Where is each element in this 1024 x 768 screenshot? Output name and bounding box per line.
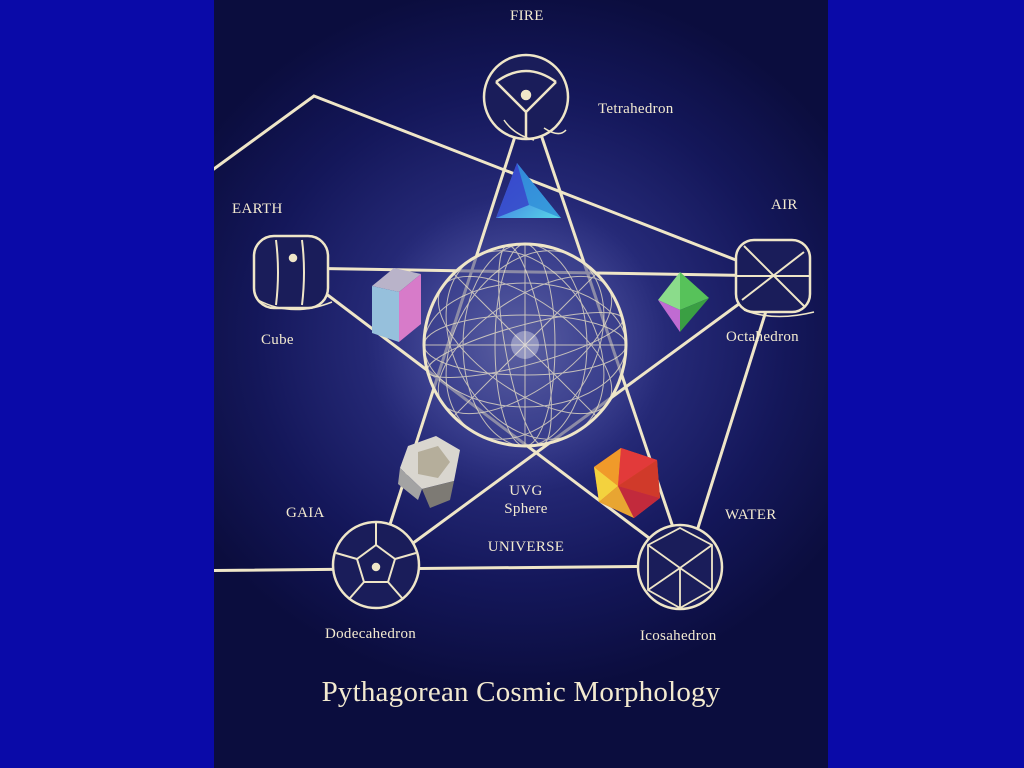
page-title: Pythagorean Cosmic Morphology bbox=[321, 676, 721, 708]
label-octahedron: Octahedron bbox=[726, 329, 799, 345]
octahedron-colored bbox=[658, 272, 709, 332]
label-dodecahedron: Dodecahedron bbox=[325, 626, 417, 642]
label-icosahedron: Icosahedron bbox=[640, 628, 717, 644]
icosahedron-colored bbox=[594, 448, 660, 518]
dodecahedron-sketch bbox=[331, 520, 421, 610]
label-gaia: GAIA bbox=[286, 505, 325, 521]
uvg-sphere bbox=[422, 242, 628, 448]
label-earth: EARTH bbox=[232, 201, 283, 217]
label-cube: Cube bbox=[261, 332, 294, 348]
cube-colored bbox=[372, 268, 421, 342]
pentagram-diagram bbox=[214, 53, 815, 611]
label-fire: FIRE bbox=[510, 8, 544, 24]
diagram-panel: FIRE AIR EARTH GAIA WATER Tetrahedron Oc… bbox=[214, 0, 828, 768]
label-universe: UNIVERSE bbox=[487, 539, 565, 555]
outer-pentagon bbox=[214, 94, 779, 572]
tetrahedron-sketch bbox=[482, 53, 570, 141]
tetrahedron-colored bbox=[496, 163, 561, 218]
cube-sketch bbox=[252, 234, 333, 311]
dodecahedron-colored bbox=[398, 436, 460, 508]
octahedron-sketch bbox=[734, 238, 815, 318]
label-tetrahedron: Tetrahedron bbox=[598, 101, 674, 117]
label-water: WATER bbox=[725, 507, 777, 523]
label-sphere: Sphere bbox=[504, 501, 548, 517]
icosahedron-sketch bbox=[636, 523, 724, 611]
label-air: AIR bbox=[771, 197, 798, 213]
label-uvg: UVG bbox=[509, 483, 543, 499]
